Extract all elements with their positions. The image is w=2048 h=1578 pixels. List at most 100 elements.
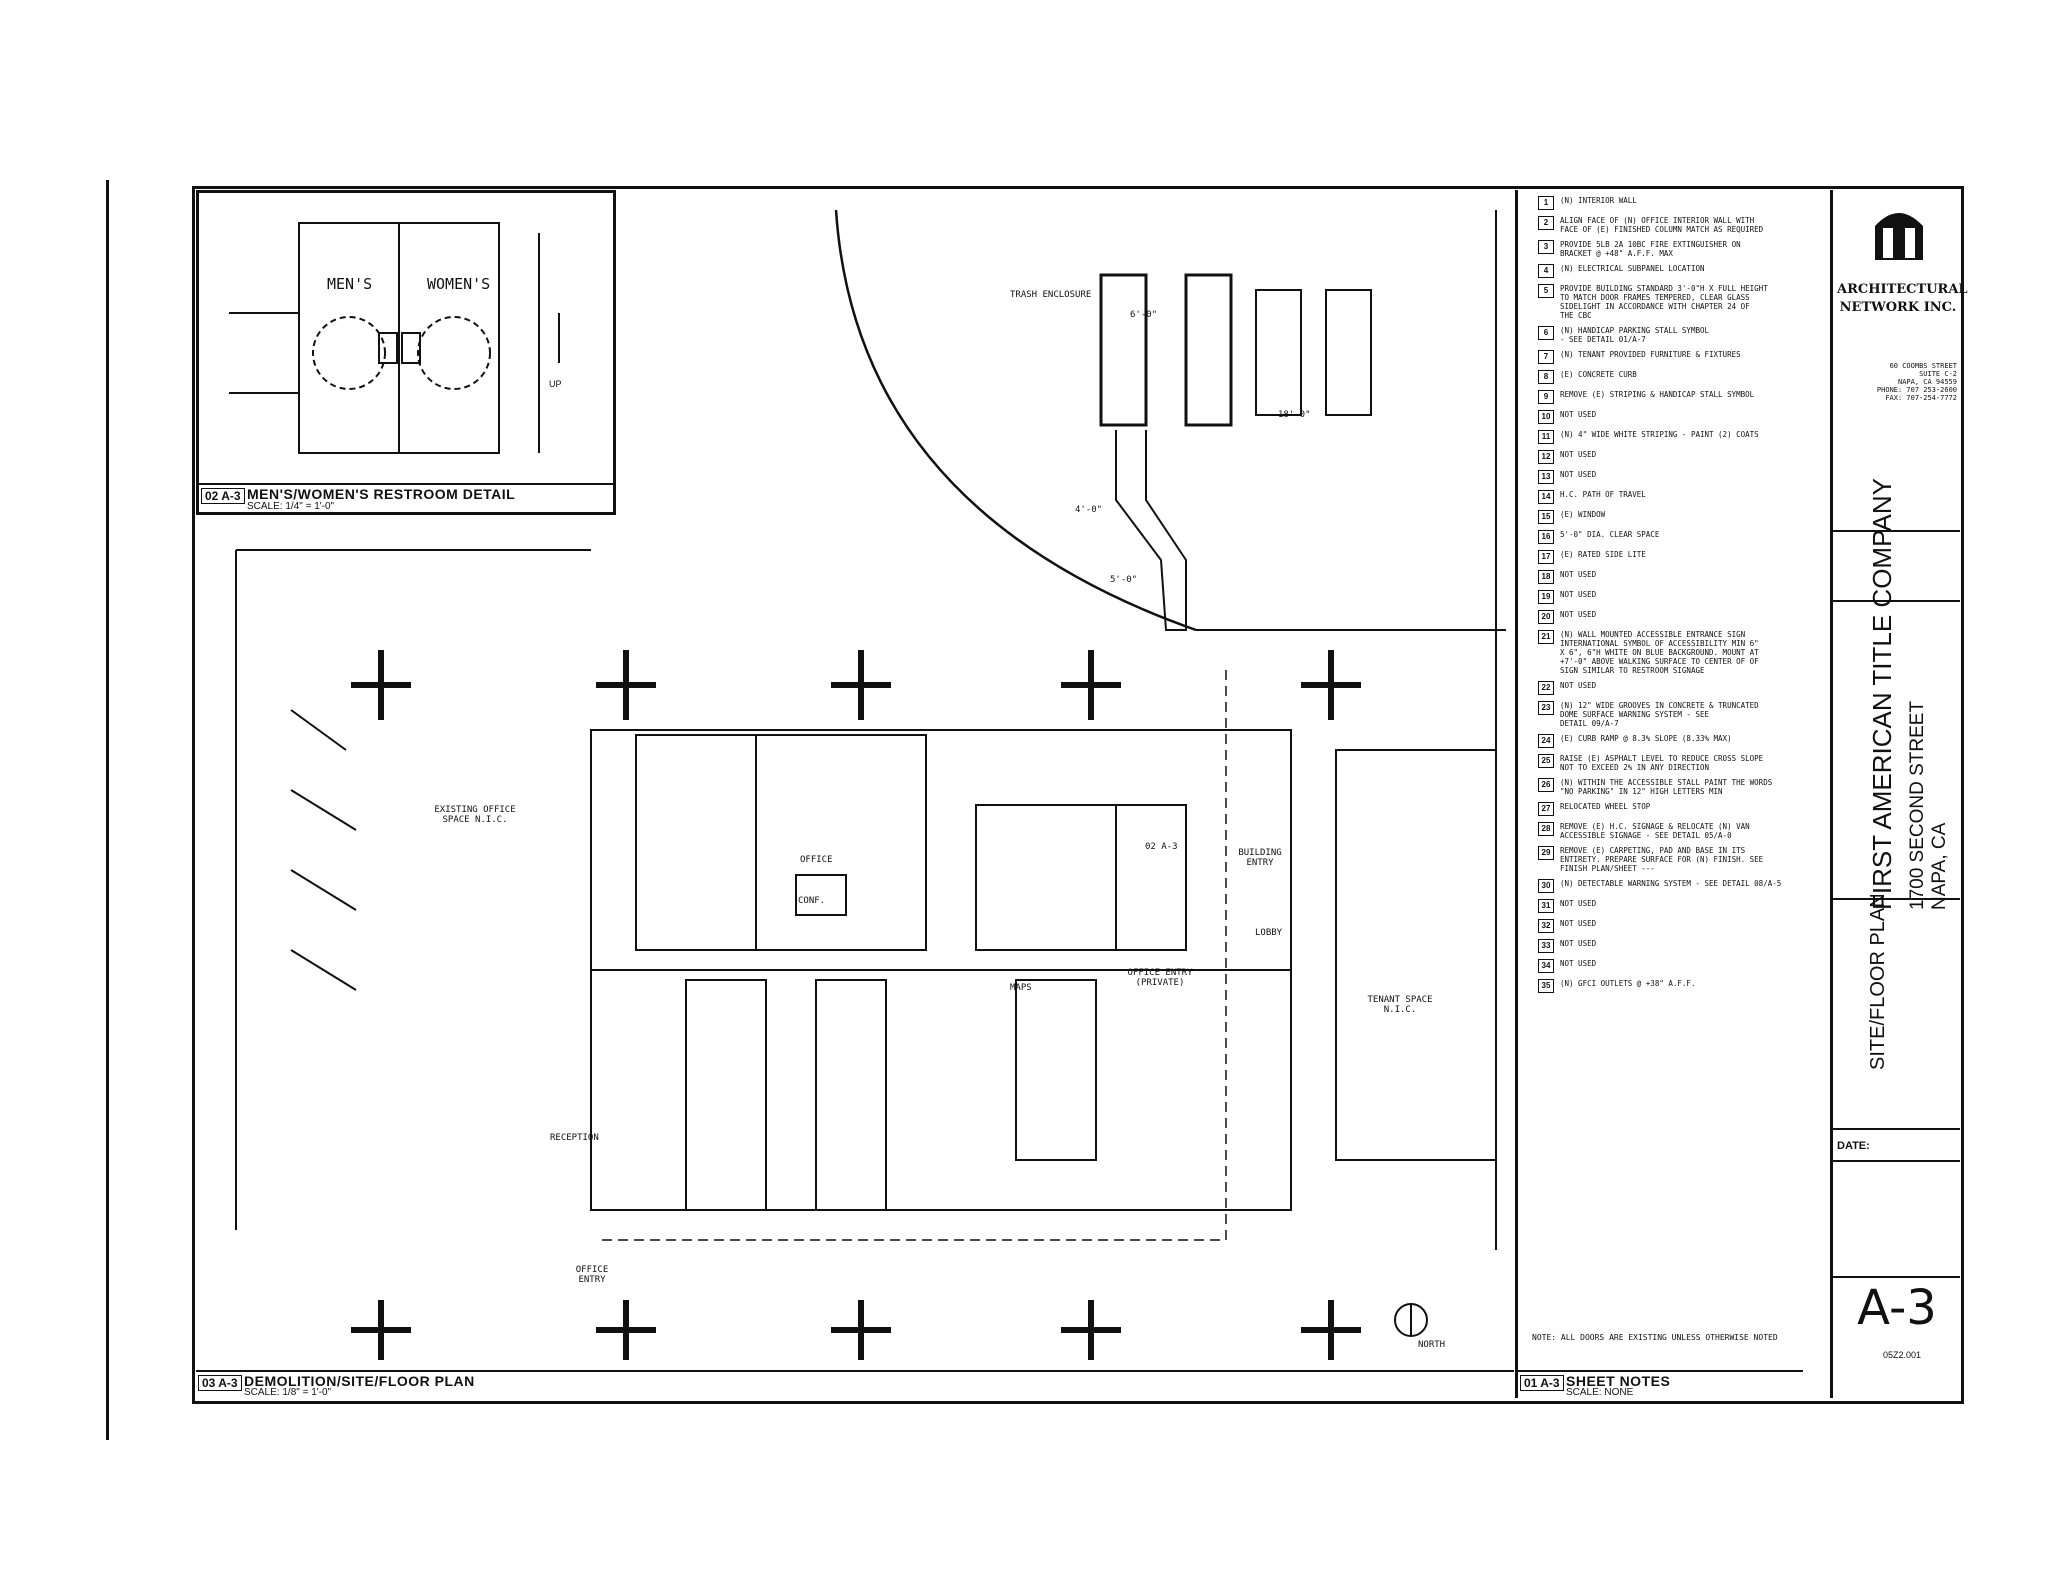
sheet-notes-caption: 01 A-3 SHEET NOTES SCALE: NONE: [1518, 1370, 1803, 1398]
mens-label: MEN'S: [327, 275, 373, 293]
sheet-note-item: 21 (N) WALL MOUNTED ACCESSIBLE ENTRANCE S…: [1538, 630, 1800, 675]
divider: [1833, 1128, 1960, 1130]
sheet-note-item: 15 (E) WINDOW: [1538, 510, 1800, 524]
sheet-note-key: 7: [1538, 350, 1554, 364]
sheet-note-key: 22: [1538, 681, 1554, 695]
sheet-note-text: (E) WINDOW: [1560, 510, 1606, 519]
sheet-note-text: (N) WITHIN THE ACCESSIBLE STALL PAINT TH…: [1560, 778, 1773, 796]
north-label: NORTH: [1418, 1340, 1446, 1350]
sheet-note-item: 5 PROVIDE BUILDING STANDARD 3'-0"H X FULL…: [1538, 284, 1800, 320]
sheet-note-item: 3 PROVIDE 5LB 2A 10BC FIRE EXTINGUISHER O…: [1538, 240, 1800, 258]
sheet-note-text: (N) WALL MOUNTED ACCESSIBLE ENTRANCE SIG…: [1560, 630, 1759, 675]
sheet-note-key: 18: [1538, 570, 1554, 584]
divider: [1833, 898, 1960, 900]
project-title: FIRST AMERICAN TITLE COMPANY: [1867, 478, 1897, 910]
sheet-note-item: 17 (E) RATED SIDE LITE: [1538, 550, 1800, 564]
sheet-note-text: PROVIDE BUILDING STANDARD 3'-0"H X FULL …: [1560, 284, 1768, 320]
sheet-note-text: ALIGN FACE OF (N) OFFICE INTERIOR WALL W…: [1560, 216, 1764, 234]
sheet-note-key: 9: [1538, 390, 1554, 404]
firm-name-line-2: NETWORK INC.: [1839, 300, 1957, 315]
sheet-note-text: (N) 12" WIDE GROOVES IN CONCRETE & TRUNC…: [1560, 701, 1759, 728]
sheet-note-text: NOT USED: [1560, 450, 1597, 459]
maps-label: MAPS: [1010, 983, 1032, 993]
job-number: 05Z2.001: [1883, 1350, 1922, 1360]
sheet-note-key: 11: [1538, 430, 1554, 444]
sheet-note-text: RELOCATED WHEEL STOP: [1560, 802, 1651, 811]
date-label: DATE:: [1837, 1140, 1870, 1152]
sheet-note-key: 32: [1538, 919, 1554, 933]
sheet-note-text: NOT USED: [1560, 470, 1597, 479]
sheet-note-key: 25: [1538, 754, 1554, 768]
sheet-note-text: (E) CONCRETE CURB: [1560, 370, 1637, 379]
sheet-note-key: 19: [1538, 590, 1554, 604]
sheet-note-key: 15: [1538, 510, 1554, 524]
sheet-title: SITE/FLOOR PLAN: [1867, 893, 1889, 1070]
sheet-note-item: 31 NOT USED: [1538, 899, 1800, 913]
sheet-note-item: 35(N) GFCI OUTLETS @ +38" A.F.F.: [1538, 979, 1800, 993]
sheet-note-item: 8 (E) CONCRETE CURB: [1538, 370, 1800, 384]
conf-label: CONF.: [798, 896, 826, 906]
drawing-sheet-frame: [192, 186, 1964, 1404]
sheet-note-item: 20 NOT USED: [1538, 610, 1800, 624]
sheet-note-text: RAISE (E) ASPHALT LEVEL TO REDUCE CROSS …: [1560, 754, 1764, 772]
sheet-number: A-3: [1857, 1280, 1937, 1336]
caption-scale: SCALE: NONE: [1566, 1387, 1634, 1398]
sheet-note-text: REMOVE (E) STRIPING & HANDICAP STALL SYM…: [1560, 390, 1755, 399]
sheet-note-text: NOT USED: [1560, 590, 1597, 599]
sheet-note-key: 8: [1538, 370, 1554, 384]
sheet-note-item: 7(N) TENANT PROVIDED FURNITURE & FIXTURE…: [1538, 350, 1800, 364]
sheet-note-key: 16: [1538, 530, 1554, 544]
detail-reference: 02 A-3: [1145, 842, 1178, 852]
caption-scale: SCALE: 1/4" = 1'-0": [247, 501, 335, 512]
sheet-note-text: (N) ELECTRICAL SUBPANEL LOCATION: [1560, 264, 1705, 273]
project-address: 1700 SECOND STREET: [1907, 700, 1928, 910]
sheet-note-text: NOT USED: [1560, 610, 1597, 619]
sheet-note-item: 24(E) CURB RAMP @ 8.3% SLOPE (8.33% MAX): [1538, 734, 1800, 748]
reception-label: RECEPTION: [550, 1133, 599, 1143]
sheet-note-text: (E) RATED SIDE LITE: [1560, 550, 1646, 559]
womens-label: WOMEN'S: [427, 275, 491, 293]
sheet-note-text: (N) 4" WIDE WHITE STRIPING - PAINT (2) C…: [1560, 430, 1759, 439]
divider: [1833, 600, 1960, 602]
scan-edge-line: [106, 180, 109, 1440]
sheet-note-key: 2: [1538, 216, 1554, 230]
dimension-label: 5'-0": [1110, 575, 1138, 585]
dimension-label: 4'-0": [1075, 505, 1103, 515]
sheet-note-text: NOT USED: [1560, 919, 1597, 928]
sheet-note-key: 20: [1538, 610, 1554, 624]
sheet-note-text: NOT USED: [1560, 899, 1597, 908]
sheet-note-text: PROVIDE 5LB 2A 10BC FIRE EXTINGUISHER ON…: [1560, 240, 1741, 258]
sheet-note-item: 22 NOT USED: [1538, 681, 1800, 695]
sheet-note-item: 2 ALIGN FACE OF (N) OFFICE INTERIOR WALL …: [1538, 216, 1800, 234]
sheet-note-text: H.C. PATH OF TRAVEL: [1560, 490, 1646, 499]
building-entry-label: BUILDING ENTRY: [1238, 848, 1282, 868]
sheet-note-key: 21: [1538, 630, 1554, 644]
divider: [1833, 1276, 1960, 1278]
dimension-label: 6'-0": [1130, 310, 1158, 320]
office-label: OFFICE: [800, 855, 833, 865]
up-label: UP: [549, 379, 562, 389]
sheet-notes-footnote: NOTE: ALL DOORS ARE EXISTING UNLESS OTHE…: [1532, 1333, 1778, 1342]
floor-plan-drawing: [235, 209, 1506, 1360]
restroom-detail-inset: MEN'S WOMEN'S UP 02 A-3 MEN'S/WOMEN'S RE…: [196, 190, 616, 515]
caption-number: 03 A-3: [198, 1375, 242, 1391]
sheet-note-key: 5: [1538, 284, 1554, 298]
caption-title: DEMOLITION/SITE/FLOOR PLAN: [244, 1373, 475, 1389]
sheet-note-text: (N) GFCI OUTLETS @ +38" A.F.F.: [1560, 979, 1696, 988]
firm-address: 60 COOMBS STREET SUITE C-2 NAPA, CA 9455…: [1876, 362, 1957, 402]
sheet-note-item: 32 NOT USED: [1538, 919, 1800, 933]
sheet-note-key: 17: [1538, 550, 1554, 564]
sheet-note-key: 31: [1538, 899, 1554, 913]
sheet-note-text: NOT USED: [1560, 681, 1597, 690]
sheet-note-key: 3: [1538, 240, 1554, 254]
sheet-note-item: 9 REMOVE (E) STRIPING & HANDICAP STALL SY…: [1538, 390, 1800, 404]
